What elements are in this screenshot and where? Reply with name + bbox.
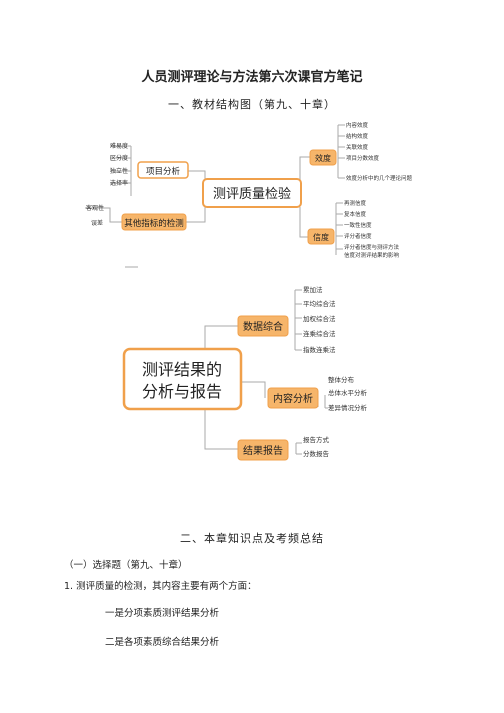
leaf: 差异情况分析 (328, 403, 368, 412)
center-node-label: 测评质量检验 (213, 186, 291, 202)
leaf: 累加法 (303, 285, 323, 294)
leaf: 加权综合法 (303, 314, 336, 323)
leaf: 连乘综合法 (303, 329, 336, 338)
section-heading-1: 一、教材结构图（第九、十章） (168, 98, 336, 111)
center2-line2: 分析与报告 (142, 382, 222, 401)
leaf: 平均综合法 (303, 299, 336, 308)
leaf: 难易度 (110, 142, 128, 150)
node-validity: 效度 (315, 153, 331, 163)
subsection-heading: （一）选择题（第九、十章） (64, 560, 188, 571)
leaf: 复本信度 (344, 210, 367, 218)
center2-node-box (122, 347, 243, 411)
node-data-synthesis: 数据综合 (243, 320, 283, 333)
leaf: 指数连乘法 (303, 345, 336, 354)
leaf: 效度分析中的几个理论问题 (346, 174, 413, 182)
leaf: 分数报告 (303, 449, 330, 458)
leaf: 独立性 (110, 167, 128, 175)
node-item-analysis: 项目分析 (146, 166, 181, 177)
leaf: 评分者信度 (344, 232, 372, 240)
leaf: 项目分数效度 (346, 154, 380, 162)
node-content-analysis: 内容分析 (273, 392, 313, 405)
leaf: 误差 (91, 219, 103, 227)
answer-line-1: 一是分项素质测评结果分析 (105, 608, 220, 619)
document-title: 人员测评理论与方法第六次课官方笔记 (141, 70, 363, 85)
mindmap-quality-check: 测评质量检验 项目分析 难易度 区分度 独立性 选择率 其他指标的检测 客观性 … (85, 121, 413, 268)
center-node-box (202, 178, 302, 208)
node-reliability: 信度 (313, 232, 329, 242)
leaf: 区分度 (110, 154, 128, 162)
leaf: 评分者信度与测评方法 (344, 243, 400, 251)
center2-line1: 测评结果的 (142, 360, 222, 379)
leaf: 一致性信度 (344, 221, 372, 229)
leaf: 再测信度 (344, 199, 367, 207)
leaf: 整体分布 (328, 375, 355, 384)
leaf: 结构效度 (346, 132, 369, 140)
node-result-report: 结果报告 (243, 444, 283, 457)
leaf: 内容效度 (346, 121, 369, 129)
leaf: 客观性 (86, 204, 104, 212)
leaf: 关联效度 (346, 143, 369, 151)
leaf: 报告方式 (303, 435, 330, 444)
answer-line-2: 二是各项素质综合结果分析 (105, 637, 220, 648)
section-heading-2: 二、本章知识点及考频总结 (180, 532, 324, 545)
mindmap-result-analysis: 测评结果的 分析与报告 数据综合 累加法 平均综合法 加权综合法 连乘综合法 指… (122, 285, 368, 461)
node-other-metrics: 其他指标的检测 (124, 218, 184, 229)
leaf: 总体水平分析 (328, 388, 368, 397)
leaf: 选择率 (110, 179, 128, 187)
leaf: 信度对测评结果的影响 (344, 251, 400, 259)
question-1: 1. 测评质量的检测，其内容主要有两个方面： (64, 581, 257, 592)
